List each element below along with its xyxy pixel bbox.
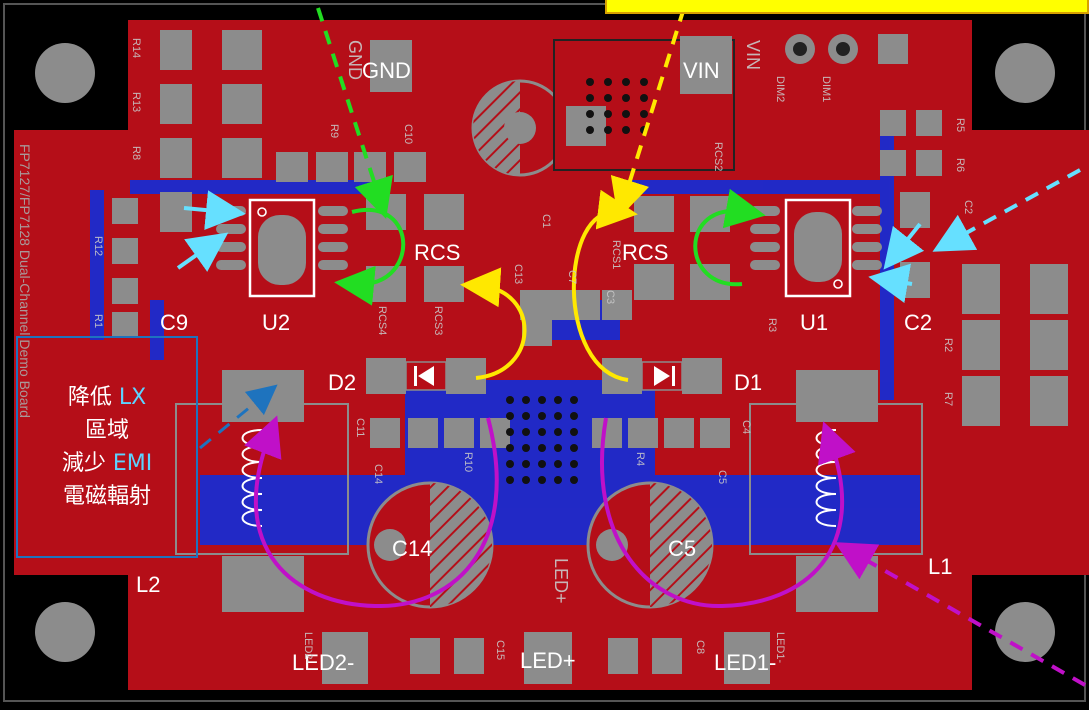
silk-r8: R8 [130,146,142,161]
label-d1: D1 [734,370,763,395]
silk-led2: LED2- [302,632,314,664]
current-loops [244,188,856,609]
silk-r10: R10 [462,452,474,473]
silk-rcs4: RCS4 [376,306,388,336]
callout-line-2: 區域 [84,417,129,443]
inductors [175,403,923,555]
label-l1: L1 [928,554,953,579]
silk-led-plus: LED+ [551,558,571,604]
label-rcs-right: RCS [622,240,669,265]
silk-c15: C15 [494,640,506,661]
silk-r7: R7 [942,392,954,407]
label-d2: D2 [328,370,357,395]
silk-c5: C5 [716,470,728,485]
silk-rcs3: RCS3 [432,306,444,336]
label-c2: C2 [904,310,933,335]
silk-c14: C14 [372,464,384,485]
label-rcs-left: RCS [414,240,461,265]
silk-dim2: DIM2 [774,76,786,103]
silk-r3: R3 [766,318,778,333]
label-u1: U1 [800,310,829,335]
silk-r6: R6 [954,158,966,173]
label-c5: C5 [668,536,697,561]
silk-dim1: DIM1 [820,76,832,103]
silk-c4: C4 [740,420,752,435]
silk-c3: C3 [604,290,616,305]
silk-led1: LED1- [774,632,786,664]
silk-c8: C8 [694,640,706,655]
label-gnd: GND [362,58,411,83]
silk-c13: C13 [512,264,524,285]
silk-r2: R2 [942,338,954,353]
silk-r1: R1 [92,314,104,329]
dim-connector [785,34,858,64]
label-led2-minus: LED2- [292,650,355,675]
pin-arrows [176,190,925,304]
ic-u1 [750,198,882,298]
label-led1-minus: LED1- [714,650,777,675]
header-strip [605,0,1089,14]
silk-c11: C11 [354,418,366,438]
silk-gnd: GND [345,40,365,80]
mounting-holes [35,43,1055,662]
diodes [405,361,683,391]
via-arrays [506,78,648,484]
label-c9: C9 [160,310,189,335]
silk-r5: R5 [954,118,966,133]
silk-c1: C1 [540,214,552,229]
silk-rcs1: RCS1 [610,240,622,270]
silk-c10: C10 [402,124,414,145]
silk-rcs2: RCS2 [712,142,724,172]
silk-r9: R9 [328,124,340,139]
label-c14: C14 [392,536,433,561]
emi-callout-box: 降低 LX 區域 減少 EMI 電磁輻射 [16,336,198,558]
silk-r12: R12 [92,236,104,257]
label-led-plus: LED+ [520,648,576,673]
silk-board-name: FP7127/FP7128 Dual-Channel Demo Board [17,144,33,418]
label-l2: L2 [136,572,161,597]
callout-line-1: 降低 LX [67,384,147,410]
callout-line-4: 電磁輻射 [62,484,151,510]
dashed-leaders [199,7,1086,687]
silk-r4: R4 [634,452,646,467]
silk-c7: C7 [566,270,578,285]
silk-vin: VIN [743,40,763,71]
silk-c2: C2 [962,200,974,215]
callout-line-3: 減少 EMI [61,451,153,476]
label-vin: VIN [683,58,720,83]
silk-r13: R13 [130,92,142,113]
silk-r14: R14 [130,38,142,59]
label-u2: U2 [262,310,291,335]
